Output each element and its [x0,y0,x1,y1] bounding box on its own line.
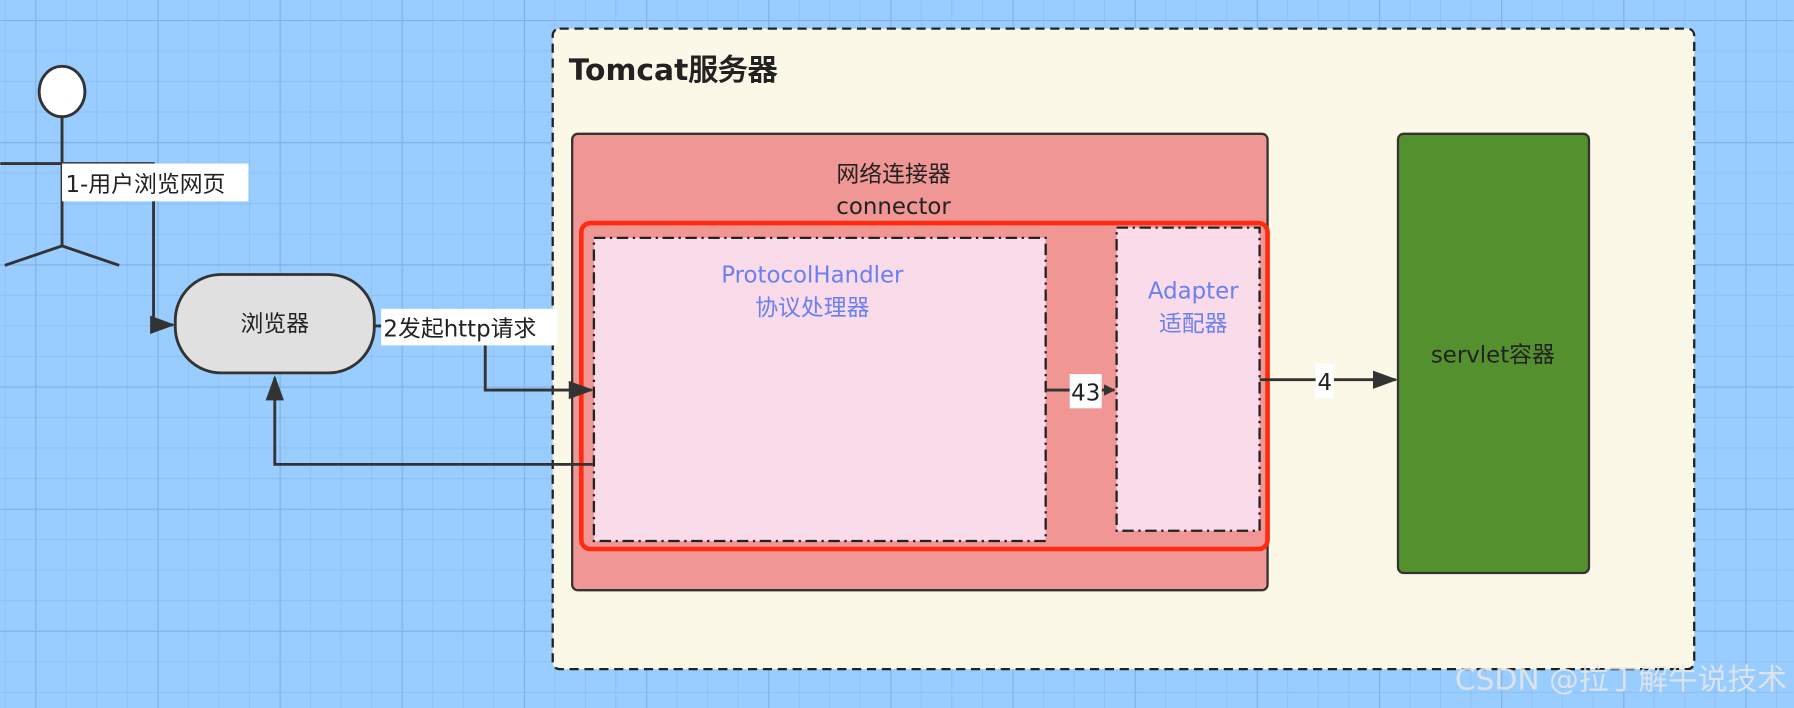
edge-label-bg [381,308,558,346]
adapter-name: Adapter [1148,279,1239,305]
adapter-box[interactable] [1115,226,1261,532]
protocol-handler-label: 协议处理器 [755,296,869,322]
adapter-label: 适配器 [1159,312,1228,338]
edge-label-browser-to-handler: 2发起http请求 [383,316,536,342]
protocol-handler-name: ProtocolHandler [721,263,904,289]
edge-user-to-browser [150,183,176,334]
browser-node[interactable] [173,273,376,375]
edge-label-bg [1315,363,1334,399]
connector-subtitle: connector [836,194,951,220]
edge-label-user-to-browser: 1-用户浏览网页 [65,172,225,198]
servlet-container-label: servlet容器 [1431,343,1555,369]
servlet-container-box[interactable] [1396,132,1591,575]
edge-label-bg [1069,374,1102,409]
watermark: CSDN @拉丁解牛说技术 [1455,663,1787,698]
tomcat-server-title: Tomcat服务器 [569,53,779,88]
edge-label-handler-to-adapter: 43 [1071,380,1100,406]
edge-response-to-browser [265,375,594,466]
edge-label-adapter-to-servlet: 4 [1318,370,1333,396]
connector-title: 网络连接器 [836,162,950,188]
browser-label: 浏览器 [240,312,309,338]
edge-label-bg [62,163,249,202]
